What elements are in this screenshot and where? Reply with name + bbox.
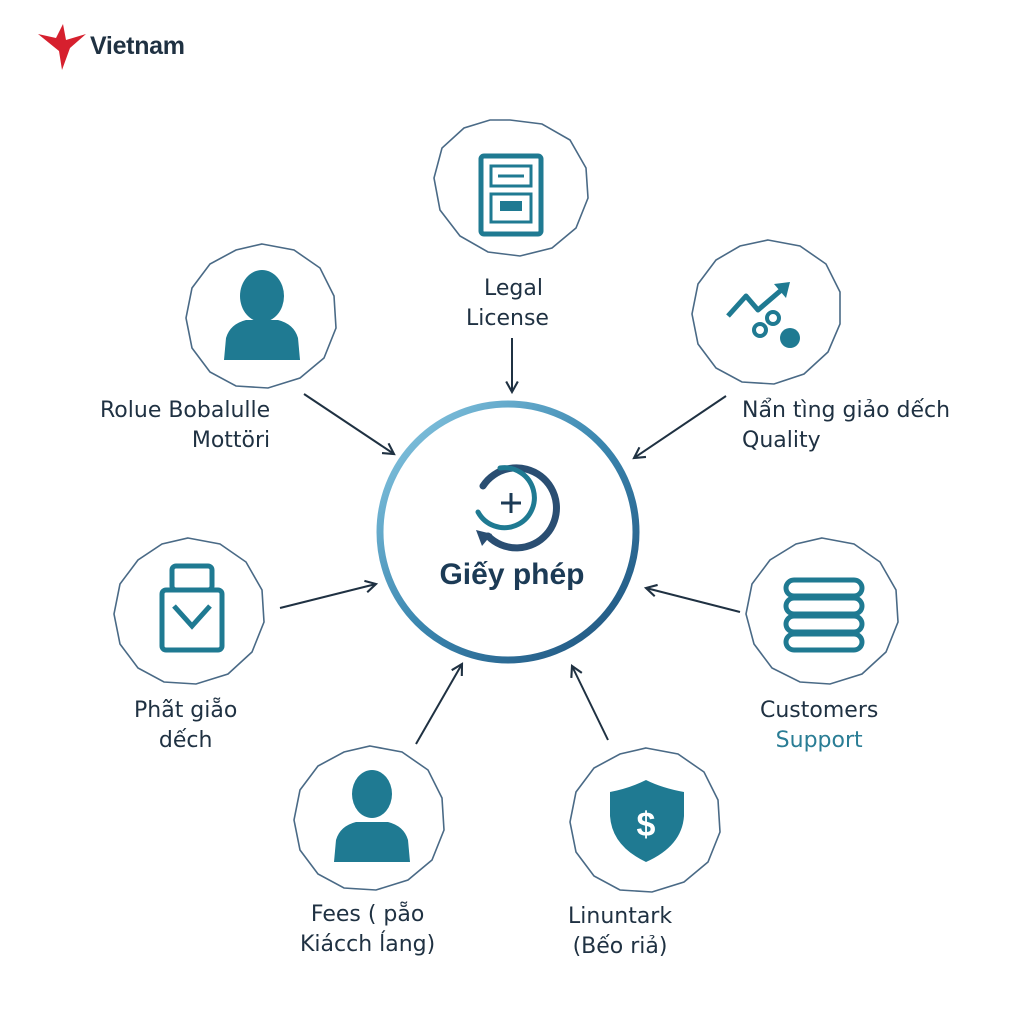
growth-chart-icon bbox=[726, 282, 800, 348]
refresh-plus-icon bbox=[475, 464, 560, 552]
node-fees bbox=[293, 745, 445, 891]
label-line1: Linuntark bbox=[568, 904, 673, 929]
label-linuntark: Linuntark (Bếo riả) bbox=[568, 902, 672, 962]
center-ring bbox=[376, 400, 640, 664]
node-quality bbox=[691, 239, 841, 385]
document-icon bbox=[478, 153, 544, 237]
envelope-lock-icon bbox=[159, 563, 225, 653]
label-phat: Pha᷉t giẵo dếch bbox=[134, 696, 237, 756]
node-rolue bbox=[185, 243, 337, 389]
brand-name: Vietnam bbox=[90, 31, 185, 60]
label-fees: Fees ( pẵo Kiácch ĺang) bbox=[300, 900, 435, 960]
label-line2: Kiácch ĺang) bbox=[300, 932, 436, 957]
node-outline bbox=[691, 239, 841, 385]
label-line1: Fees ( pẵo bbox=[310, 902, 425, 927]
label-line1: Customers bbox=[760, 698, 879, 723]
label-line2: License bbox=[466, 306, 549, 331]
node-linuntark: $ bbox=[569, 747, 721, 893]
center-hub bbox=[376, 400, 640, 664]
label-customers: Customers Support bbox=[760, 696, 878, 756]
coin-stack-icon bbox=[783, 577, 865, 653]
label-line1: Legal bbox=[483, 276, 543, 301]
connectors bbox=[279, 338, 741, 745]
arrow-phat bbox=[279, 579, 379, 609]
node-outline bbox=[113, 537, 265, 685]
node-outline bbox=[185, 243, 337, 389]
star-logo-icon bbox=[38, 24, 86, 70]
label-line1: Nẩn tìng giảo dếch bbox=[742, 398, 951, 423]
label-line2: Mottöri bbox=[191, 428, 271, 453]
node-outline bbox=[745, 537, 899, 685]
node-customers bbox=[745, 537, 899, 685]
arrow-customers bbox=[643, 583, 741, 613]
node-legal bbox=[433, 119, 589, 257]
arrow-quality bbox=[632, 395, 727, 460]
node-outline bbox=[569, 747, 721, 893]
label-legal: Legal License bbox=[466, 274, 549, 334]
label-line1: Pha᷉t giẵo bbox=[134, 698, 238, 723]
arrow-linuntark bbox=[570, 664, 609, 741]
user-icon bbox=[224, 270, 300, 360]
node-phat bbox=[113, 537, 265, 685]
dollar-shield-icon: $ bbox=[610, 780, 684, 862]
node-outline bbox=[293, 745, 445, 891]
svg-text:$: $ bbox=[637, 806, 656, 844]
brand: Vietnam bbox=[36, 20, 185, 72]
label-line2: Quality bbox=[742, 428, 821, 453]
label-line2: Support bbox=[775, 728, 863, 753]
label-line1: Rolue Bobalulle bbox=[100, 398, 271, 423]
arrow-rolue bbox=[303, 393, 396, 456]
label-line2: dếch bbox=[158, 728, 213, 753]
arrow-fees bbox=[415, 662, 464, 745]
label-line2: (Bếo riả) bbox=[572, 934, 668, 959]
person-icon bbox=[334, 770, 410, 862]
label-rolue: Rolue Bobalulle Mottöri bbox=[100, 396, 270, 456]
node-outline bbox=[433, 119, 589, 257]
label-quality: Nẩn tìng giảo dếch Quality bbox=[742, 396, 950, 456]
center-label: Giếy phép bbox=[439, 558, 585, 591]
